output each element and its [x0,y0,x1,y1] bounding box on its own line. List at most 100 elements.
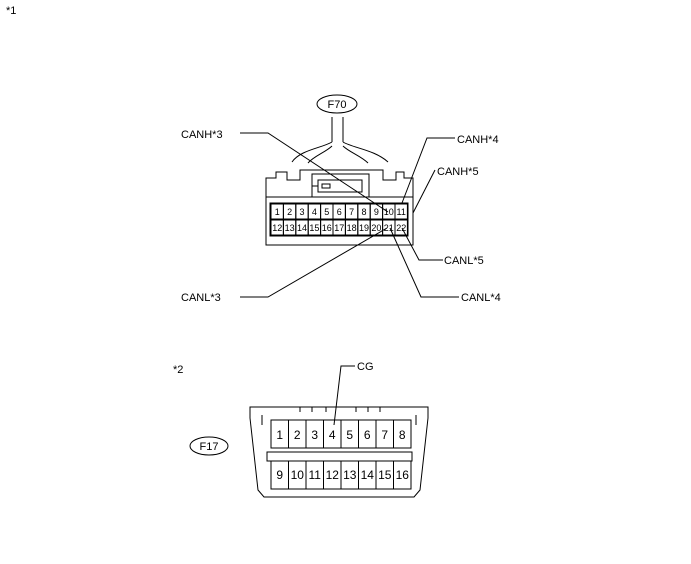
pin-cell-14: 14 [358,460,377,490]
pin-number: 11 [309,468,322,482]
pin-number: 8 [361,207,366,217]
pin-cell-4: 4 [307,203,322,220]
pin-number: 6 [364,428,371,442]
pin-number: 17 [334,223,344,233]
pin-number: 4 [329,428,336,442]
pin-number: 11 [397,207,406,217]
pin-number: 6 [337,207,342,217]
pin-number: 2 [287,207,292,217]
pin-number: 13 [285,223,295,233]
pin-cell-20: 20 [369,219,384,236]
pin-cell-16: 16 [320,219,334,236]
pin-number: 20 [371,223,381,233]
connector-f70-housing [265,169,414,246]
pin-number: 10 [291,468,305,482]
pin-cell-10: 10 [382,203,396,220]
connector-f70-tag-text: F70 [328,99,347,111]
pin-cell-3: 3 [295,203,309,220]
pin-number: 5 [324,207,329,217]
pin-cell-19: 19 [357,219,371,236]
pin-cell-5: 5 [320,203,334,220]
pin-number: 3 [299,207,304,217]
pin-cell-11: 11 [305,460,324,490]
pin-cell-21: 21 [382,219,396,236]
label-canl5: CANL*5 [444,255,484,267]
label-canh5: CANH*5 [437,166,479,178]
connector-f70-leaders [240,132,459,298]
pin-number: 14 [361,468,375,482]
pin-number: 3 [311,428,318,442]
connector-f70-tag: F70 [316,94,358,114]
pin-cell-7: 7 [375,419,394,449]
pin-cell-22: 22 [394,219,408,236]
pin-number: 18 [347,223,357,233]
pin-cell-18: 18 [344,219,359,236]
pin-cell-1: 1 [270,203,284,220]
pin-cell-8: 8 [393,419,412,449]
wire-harness [291,117,389,164]
pin-cell-17: 17 [332,219,346,236]
pin-number: 15 [378,468,392,482]
pin-number: 2 [294,428,301,442]
pin-cell-9: 9 [270,460,289,490]
pin-cell-6: 6 [358,419,377,449]
pin-cell-10: 10 [288,460,307,490]
pin-number: 8 [399,428,406,442]
pin-number: 7 [381,428,388,442]
pin-number: 9 [374,207,379,217]
pin-cell-15: 15 [375,460,394,490]
pin-number: 13 [343,468,357,482]
pin-number: 10 [384,207,394,217]
pin-number: 1 [276,428,283,442]
pin-number: 5 [346,428,353,442]
pin-cell-1: 1 [270,419,289,449]
pin-cell-6: 6 [332,203,346,220]
pin-cell-3: 3 [305,419,324,449]
pin-number: 12 [326,468,340,482]
pin-cell-2: 2 [282,203,297,220]
pin-cell-16: 16 [393,460,412,490]
pin-box [394,203,408,220]
pin-cell-14: 14 [295,219,309,236]
pin-cell-12: 12 [270,219,284,236]
pin-cell-11: 11 [394,203,408,220]
label-canl3: CANL*3 [181,292,221,304]
pin-cell-12: 12 [323,460,342,490]
pin-number: 7 [349,207,354,217]
pin-number: 15 [309,223,319,233]
pin-box [394,219,408,236]
pin-cell-8: 8 [357,203,371,220]
label-cg: CG [357,361,374,373]
pin-cell-13: 13 [282,219,297,236]
leader-cg [333,365,355,426]
pin-box [393,419,412,449]
pin-cell-2: 2 [288,419,307,449]
pin-cell-5: 5 [340,419,359,449]
figure-marker-2: *2 [173,364,183,376]
label-canh4: CANH*4 [457,134,499,146]
pin-cell-13: 13 [340,460,359,490]
pin-box [393,460,412,490]
connector-f17-tag: F17 [189,436,229,456]
pin-number: 9 [276,468,283,482]
label-canl4: CANL*4 [461,292,501,304]
pin-cell-15: 15 [307,219,322,236]
pin-cell-9: 9 [369,203,384,220]
figure-marker-1: *1 [6,5,16,17]
pin-number: 4 [312,207,317,217]
pin-number: 21 [384,223,394,233]
pin-cell-7: 7 [344,203,359,220]
pin-number: 12 [272,223,282,233]
pin-number: 22 [396,223,406,233]
pin-cell-4: 4 [323,419,342,449]
pin-number: 16 [322,223,332,233]
connector-f17-tag-text: F17 [200,441,219,453]
pin-number: 1 [275,207,280,217]
pin-number: 16 [396,468,410,482]
pin-number: 14 [297,223,307,233]
